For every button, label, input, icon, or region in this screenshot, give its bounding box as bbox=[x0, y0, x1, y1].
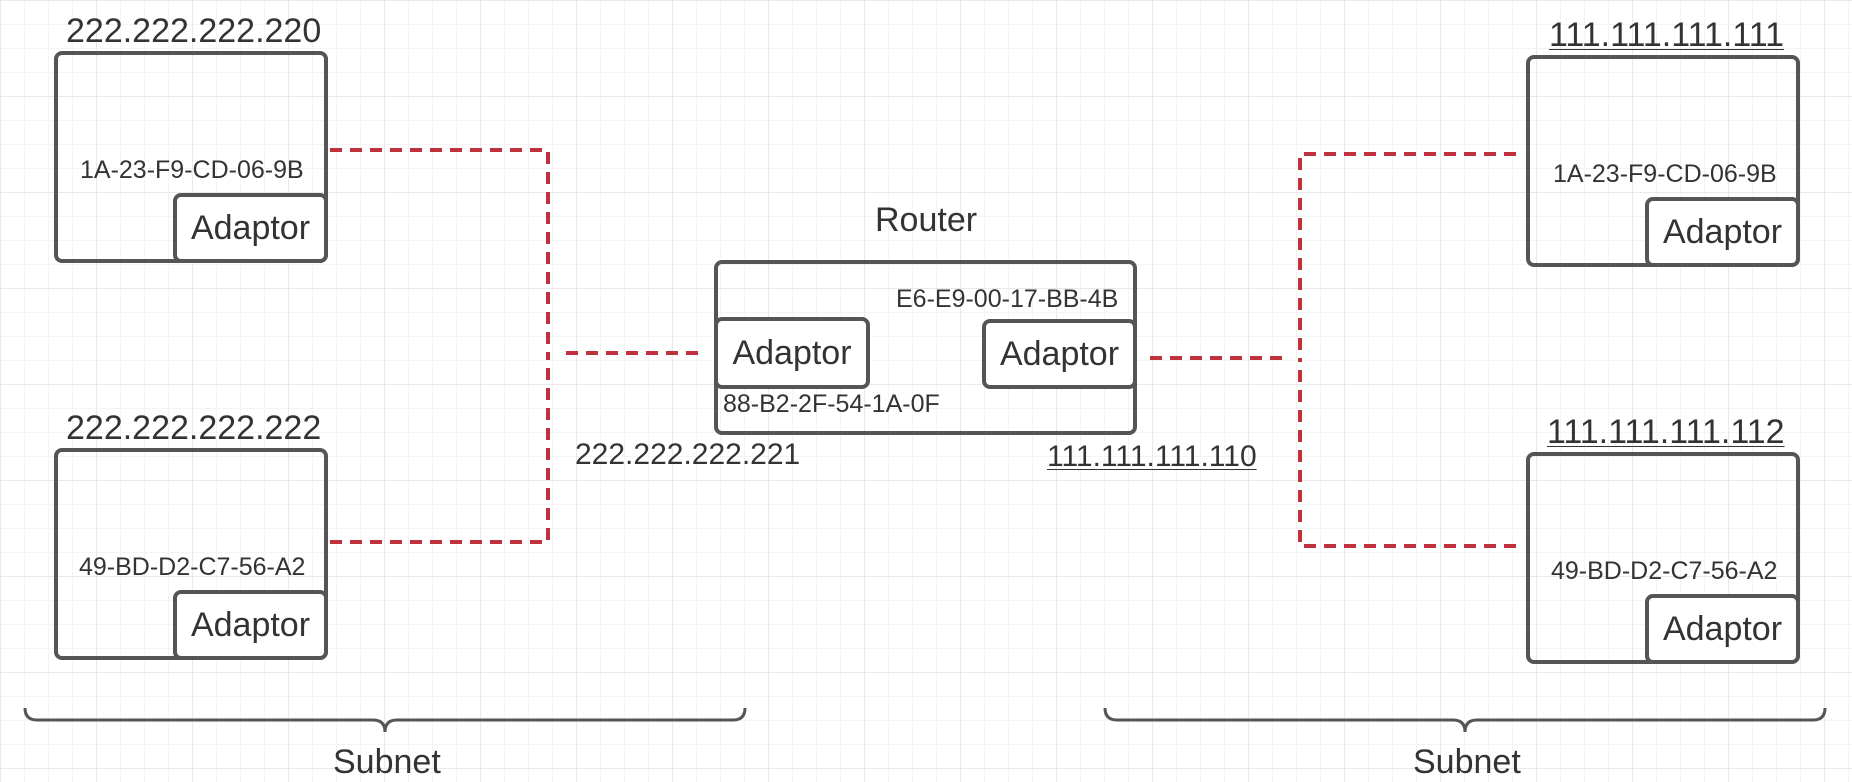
link-left-top bbox=[330, 148, 550, 353]
host-mac-left-top: 1A-23-F9-CD-06-9B bbox=[80, 156, 304, 184]
subnet-label-left: Subnet bbox=[333, 743, 441, 781]
subnet-brace-left bbox=[23, 707, 747, 733]
router-title: Router bbox=[875, 201, 978, 239]
router-right-mac: E6-E9-00-17-BB-4B bbox=[896, 285, 1119, 313]
link-left-bottom bbox=[330, 353, 550, 544]
host-ip-left-top: 222.222.222.220 bbox=[66, 12, 322, 50]
host-mac-right-top: 1A-23-F9-CD-06-9B bbox=[1553, 160, 1777, 188]
host-mac-left-bottom: 49-BD-D2-C7-56-A2 bbox=[79, 553, 306, 581]
router-right-ip: 111.111.111.110 bbox=[1047, 440, 1257, 473]
link-right-bottom bbox=[1298, 358, 1516, 548]
host-adaptor-left-bottom[interactable]: Adaptor bbox=[173, 590, 328, 660]
host-adaptor-right-bottom[interactable]: Adaptor bbox=[1645, 594, 1800, 664]
router-right-adaptor[interactable]: Adaptor bbox=[982, 319, 1137, 389]
link-right-top bbox=[1298, 152, 1516, 358]
host-adaptor-right-top[interactable]: Adaptor bbox=[1645, 197, 1800, 267]
host-mac-right-bottom: 49-BD-D2-C7-56-A2 bbox=[1551, 557, 1778, 585]
router-left-ip: 222.222.222.221 bbox=[575, 438, 801, 471]
host-ip-left-bottom: 222.222.222.222 bbox=[66, 409, 322, 447]
host-ip-right-bottom: 111.111.111.112 bbox=[1547, 413, 1785, 451]
router-left-adaptor[interactable]: Adaptor bbox=[714, 317, 870, 389]
host-adaptor-left-top[interactable]: Adaptor bbox=[173, 193, 328, 263]
subnet-brace-right bbox=[1103, 707, 1827, 733]
subnet-label-right: Subnet bbox=[1413, 743, 1521, 781]
host-ip-right-top: 111.111.111.111 bbox=[1549, 16, 1785, 54]
router-left-mac: 88-B2-2F-54-1A-0F bbox=[723, 390, 940, 418]
